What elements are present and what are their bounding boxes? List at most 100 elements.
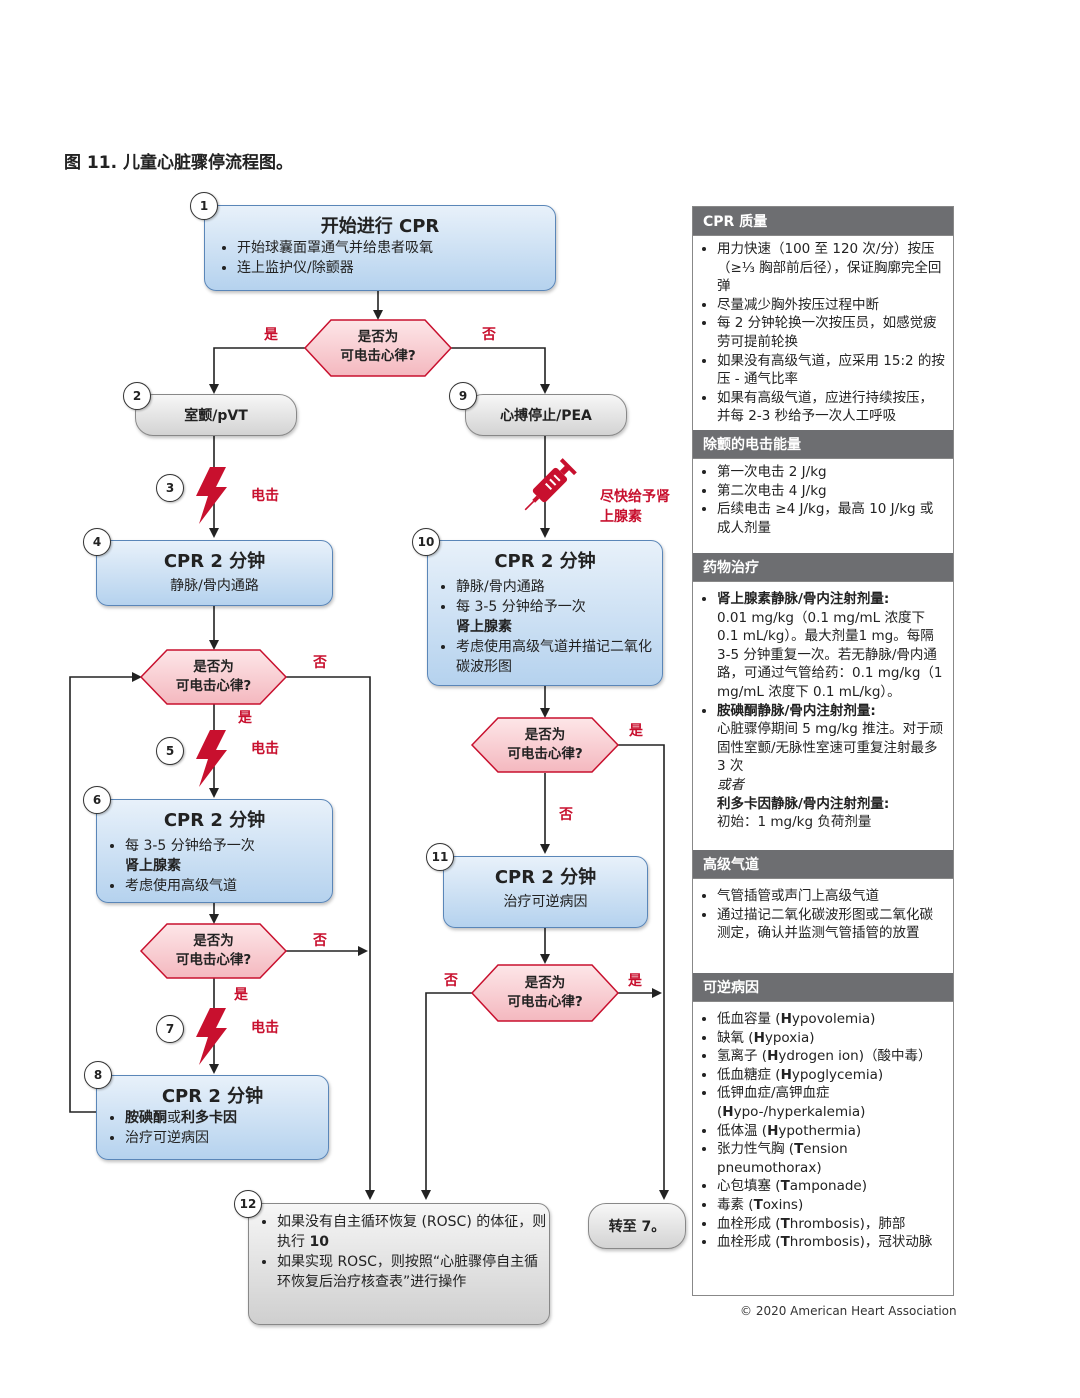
goto-step-7-label: 转至 7。 (608, 1219, 666, 1235)
shock-energy-item: 第一次电击 2 J/kg (717, 463, 945, 482)
step-12-box: 如果没有自主循环恢复 (ROSC) 的体征，则执行 10 如果实现 ROSC，则… (248, 1203, 550, 1325)
lidocaine-dose: 利多卡因静脉/骨内注射剂量:初始：1 mg/kg 负荷剂量 (717, 795, 890, 831)
step-number: 10 (412, 528, 440, 556)
decision-diamond-right-2 (470, 964, 620, 1022)
step-6-item: 考虑使用高级气道 (125, 876, 332, 896)
step-number: 2 (123, 382, 151, 410)
cause-item: 缺氧 (Hypoxia) (717, 1029, 945, 1048)
cpr-quality-item: 用力快速（100 至 120 次/分）按压（≥⅓ 胸部前后径），保证胸廓完全回弹 (717, 240, 945, 296)
step-number: 8 (84, 1061, 112, 1089)
advanced-airway-header: 高级气道 (693, 850, 953, 879)
step-11-title: CPR 2 分钟 (494, 867, 597, 888)
step-1-item: 开始球囊面罩通气并给患者吸氧 (237, 238, 555, 258)
decision-text-right-1: 是否为可电击心律? (507, 727, 583, 762)
cpr-quality-item: 如果没有高级气道，应采用 15:2 的按压 - 通气比率 (717, 352, 945, 389)
step-12-item: 如果实现 ROSC，则按照“心脏骤停自主循环恢复后治疗核查表”进行操作 (277, 1252, 549, 1292)
cause-item: 低体温 (Hypothermia) (717, 1122, 945, 1141)
yes-label: 是 (238, 710, 252, 726)
cause-item: 低钾血症/高钾血症 (Hypo-/hyperkalemia) (717, 1084, 945, 1121)
amiodarone-dose-item: 胺碘酮静脉/骨内注射剂量:心脏骤停期间 5 mg/kg 推注。对于顽固性室颤/无… (717, 702, 945, 776)
copyright: © 2020 American Heart Association (740, 1304, 957, 1318)
airway-item: 通过描记二氧化碳波形图或二氧化碳测定，确认并监测气管插管的放置 (717, 906, 945, 943)
reversible-causes-body: 低血容量 (Hypovolemia) 缺氧 (Hypoxia) 氢离子 (Hyd… (693, 1002, 953, 1258)
step-1-item: 连上监护仪/除颤器 (237, 258, 555, 278)
step-1-title: 开始进行 CPR (320, 216, 440, 237)
yes-label: 是 (629, 723, 643, 739)
cause-item: 血栓形成 (Thrombosis)，冠状动脉 (717, 1233, 945, 1252)
decision-text-left-1: 是否为可电击心律? (175, 659, 252, 694)
step-number: 12 (234, 1190, 262, 1218)
decision-text-left-2: 是否为可电击心律? (175, 933, 252, 968)
cpr-quality-body: 用力快速（100 至 120 次/分）按压（≥⅓ 胸部前后径），保证胸廓完全回弹… (693, 236, 953, 430)
no-label: 否 (313, 933, 327, 949)
yes-label: 是 (234, 987, 248, 1003)
step-8-item: 胺碘酮或利多卡因 (125, 1108, 328, 1128)
step-number: 11 (426, 843, 454, 871)
cpr-quality-item: 尽量减少胸外按压过程中断 (717, 296, 945, 315)
reference-panel: CPR 质量 用力快速（100 至 120 次/分）按压（≥⅓ 胸部前后径），保… (692, 206, 954, 1296)
decision-diamond-left-2 (139, 923, 288, 979)
decision-text-right-2: 是否为可电击心律? (507, 975, 583, 1010)
cpr-quality-item: 如果有高级气道，应进行持续按压，并每 2-3 秒给予一次人工呼吸 (717, 389, 945, 426)
cause-item: 张力性气胸 (Tension pneumothorax) (717, 1140, 945, 1177)
shock-energy-item: 后续电击 ≥4 J/kg，最高 10 J/kg 或成人剂量 (717, 500, 945, 537)
cpr-quality-header: CPR 质量 (693, 207, 953, 236)
step-12-item: 如果没有自主循环恢复 (ROSC) 的体征，则执行 10 (277, 1212, 549, 1252)
step-6-title: CPR 2 分钟 (163, 810, 266, 831)
step-number: 9 (449, 382, 477, 410)
step-number: 5 (156, 737, 184, 765)
step-10-item: 考虑使用高级气道并描记二氧化碳波形图 (456, 637, 662, 677)
step-2-box: 室颤/pVT (135, 394, 297, 436)
step-11-sub: 治疗可逆病因 (503, 894, 588, 910)
yes-label: 是 (628, 973, 642, 989)
step-4-box: CPR 2 分钟 静脉/骨内通路 (96, 540, 333, 606)
cpr-quality-item: 每 2 分钟轮换一次按压员，如感觉疲劳可提前轮换 (717, 314, 945, 351)
step-1-box: 开始进行 CPR 开始球囊面罩通气并给患者吸氧 连上监护仪/除颤器 (204, 205, 556, 291)
airway-item: 气管插管或声门上高级气道 (717, 887, 945, 906)
no-label: 否 (313, 655, 327, 671)
shock-energy-body: 第一次电击 2 J/kg 第二次电击 4 J/kg 后续电击 ≥4 J/kg，最… (693, 459, 953, 553)
shock-icon (196, 730, 227, 787)
reversible-causes-header: 可逆病因 (693, 973, 953, 1002)
cause-item: 低血容量 (Hypovolemia) (717, 1010, 945, 1029)
step-9-label: 心搏停止/PEA (500, 408, 592, 424)
yes-label: 是 (264, 327, 278, 343)
drug-therapy-header: 药物治疗 (693, 553, 953, 582)
step-10-title: CPR 2 分钟 (494, 551, 596, 572)
figure-title: 图 11. 儿童心脏骤停流程图。 (64, 153, 293, 173)
no-label: 否 (482, 327, 496, 343)
step-4-sub: 静脉/骨内通路 (170, 578, 259, 594)
shock-energy-item: 第二次电击 4 J/kg (717, 482, 945, 501)
step-10-item: 静脉/骨内通路 (456, 577, 662, 597)
decision-diamond-right-1 (470, 717, 620, 773)
step-2-label: 室颤/pVT (184, 408, 248, 424)
decision-diamond-left-1 (139, 649, 288, 705)
step-number: 7 (156, 1015, 184, 1043)
no-label: 否 (444, 973, 458, 989)
shock-icon (196, 467, 227, 524)
epinephrine-dose-item: 肾上腺素静脉/骨内注射剂量:0.01 mg/kg（0.1 mg/mL 浓度下 0… (717, 590, 945, 702)
step-4-title: CPR 2 分钟 (163, 551, 266, 572)
shock-label: 电击 (251, 488, 279, 504)
cause-item: 氢离子 (Hydrogen ion)（酸中毒） (717, 1047, 945, 1066)
or-text: 或者 (717, 776, 744, 793)
cause-item: 心包填塞 (Tamponade) (717, 1177, 945, 1196)
decision-text-top: 是否为可电击心律? (340, 329, 416, 364)
step-number: 1 (190, 192, 218, 220)
drug-therapy-body: 肾上腺素静脉/骨内注射剂量:0.01 mg/kg（0.1 mg/mL 浓度下 0… (693, 582, 953, 850)
cause-item: 血栓形成 (Thrombosis)，肺部 (717, 1215, 945, 1234)
goto-step-7-box: 转至 7。 (588, 1203, 686, 1249)
no-label: 否 (559, 807, 573, 823)
step-number: 3 (156, 474, 184, 502)
shock-energy-header: 除颤的电击能量 (693, 430, 953, 459)
shock-label: 电击 (251, 741, 279, 757)
decision-diamond-top (303, 319, 453, 377)
step-number: 4 (83, 528, 111, 556)
step-number: 6 (83, 786, 111, 814)
step-8-item: 治疗可逆病因 (125, 1128, 328, 1148)
